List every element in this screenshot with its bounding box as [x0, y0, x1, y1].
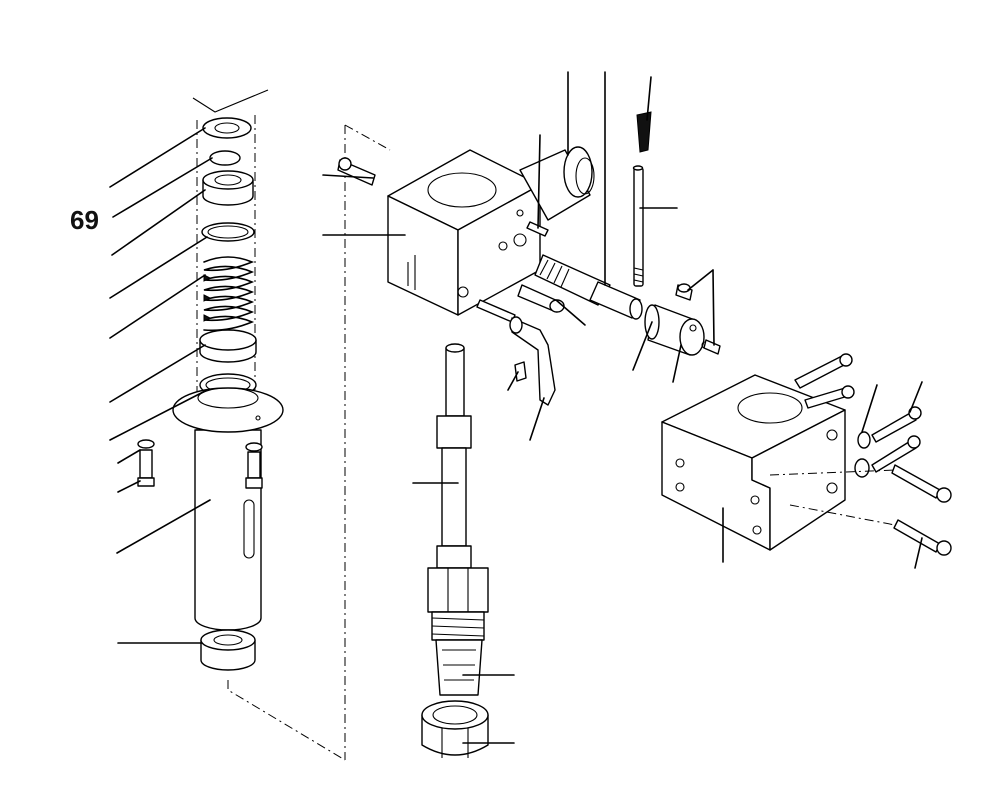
left-spindle-assembly — [109, 89, 346, 761]
lower-bearing — [200, 629, 256, 671]
flanged-sleeve — [172, 387, 284, 631]
thrust-washer — [199, 329, 257, 363]
cap-screw-5 — [891, 464, 952, 503]
top-right-parts — [632, 76, 721, 383]
bracket-leader-lines — [722, 381, 923, 569]
bracket-dash-1 — [769, 469, 896, 476]
bracket-assembly — [661, 353, 952, 569]
cap-screw-1 — [794, 353, 853, 389]
bracket-dash-2 — [789, 504, 896, 526]
center-assembly — [322, 71, 643, 760]
spring-pin — [526, 221, 549, 237]
left-screw — [137, 439, 155, 487]
vertical-shaft — [427, 343, 489, 696]
circlip — [201, 222, 255, 242]
top-right-leader-lines — [632, 76, 715, 383]
frame-dash-bottom — [227, 680, 346, 761]
grub-screw — [675, 283, 693, 301]
top-corner-line — [192, 89, 269, 113]
top-washer — [202, 117, 252, 139]
cap-screw-4 — [854, 435, 921, 478]
dowel-pin — [337, 157, 376, 186]
main-block — [387, 149, 541, 316]
cap-screw-6 — [893, 519, 952, 556]
mounting-bracket — [661, 374, 846, 551]
retaining-ring — [209, 150, 241, 166]
right-screw — [245, 442, 263, 489]
frame-dash-top — [344, 124, 391, 151]
left-leader-lines — [109, 127, 213, 644]
set-screw — [476, 284, 565, 323]
rod-grip — [636, 111, 652, 153]
center-leader-lines — [322, 71, 606, 744]
small-pin — [703, 339, 721, 355]
threaded-rod — [632, 165, 644, 287]
cylinder-boss — [519, 146, 595, 221]
knurled-collar — [644, 304, 709, 356]
lever-pin — [514, 361, 527, 382]
callout-label-69: 69 — [70, 205, 99, 235]
hex-nut — [421, 700, 489, 758]
cap-screw-3 — [857, 406, 922, 449]
splined-shaft — [534, 254, 643, 320]
compression-spring — [203, 256, 255, 332]
clamp-lever — [509, 316, 556, 406]
upper-bearing — [202, 170, 254, 206]
cap-screw-2 — [804, 385, 855, 409]
